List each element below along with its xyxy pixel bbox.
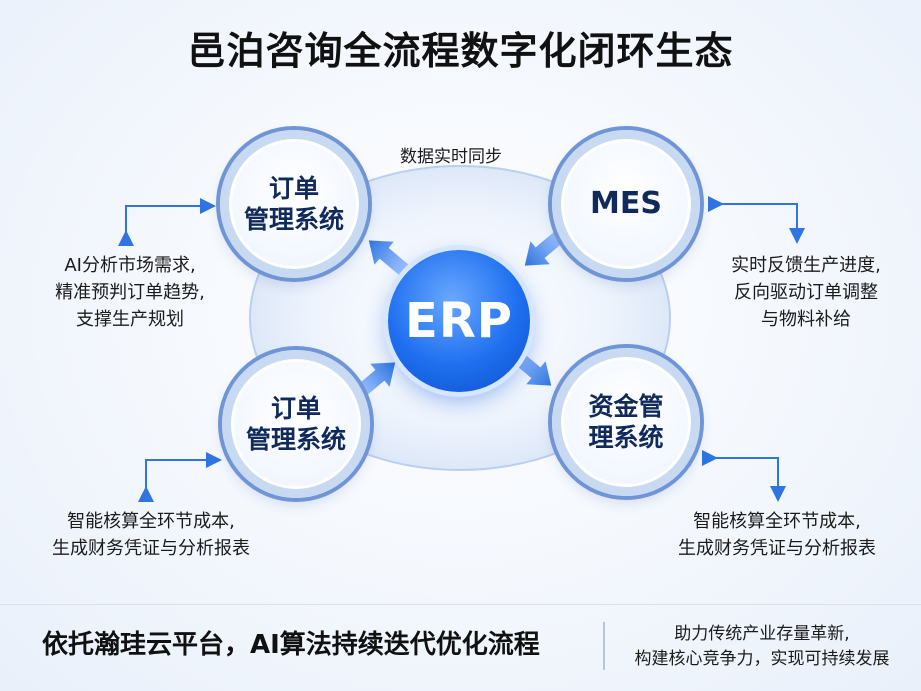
node-label-line1: 订单 (270, 393, 321, 423)
footer-divider (0, 604, 921, 605)
sync-label: 数据实时同步 (400, 147, 502, 167)
arrow-icon-mes-to-erp (524, 230, 565, 266)
desc-bottom-right: 智能核算全环节成本, 生成财务凭证与分析报表 (678, 511, 876, 559)
node-label-line1: MES (590, 186, 662, 222)
node-label-line2: 管理系统 (243, 205, 344, 234)
desc-bottom-left: 智能核算全环节成本, 生成财务凭证与分析报表 (52, 511, 250, 559)
footer-main-slogan: 依托瀚珪云平台，AI算法持续迭代优化流程 (42, 630, 540, 660)
arrow-icon-erp-to-bottomright (511, 350, 552, 386)
elbow-arrow-icon-top-right (708, 196, 805, 244)
elbow-arrow-icon-bottom-left (138, 452, 222, 502)
arrow-icon-bottomleft-to-erp (355, 362, 396, 398)
node-mes[interactable]: MES (552, 130, 700, 278)
footer-side-text: 助力传统产业存量革新, 构建核心竞争力，实现可持续发展 (634, 624, 890, 669)
node-fund-management[interactable]: 资金管 理系统 (552, 348, 700, 496)
desc-top-right: 实时反馈生产进度, 反向驱动订单调整 与物料补给 (731, 255, 881, 330)
node-label-line1: 订单 (268, 173, 319, 203)
node-order-management-bottom[interactable]: 订单 管理系统 (222, 350, 370, 498)
node-label-line2: 理系统 (588, 423, 664, 452)
elbow-arrow-icon-bottom-right (702, 450, 786, 502)
node-label-line2: 管理系统 (245, 425, 346, 454)
node-order-management-top[interactable]: 订单 管理系统 (220, 130, 368, 278)
page-title: 邑泊咨询全流程数字化闭环生态 (187, 29, 734, 73)
node-erp-center[interactable]: ERP (388, 250, 530, 392)
footer-separator (603, 622, 605, 670)
node-label-line1: 资金管 (588, 391, 664, 421)
elbow-arrow-icon-top-left (118, 198, 216, 246)
desc-top-left: AI分析市场需求, 精准预判订单趋势, 支撑生产规划 (55, 255, 205, 330)
arrow-icon-erp-to-topleft (368, 240, 409, 276)
